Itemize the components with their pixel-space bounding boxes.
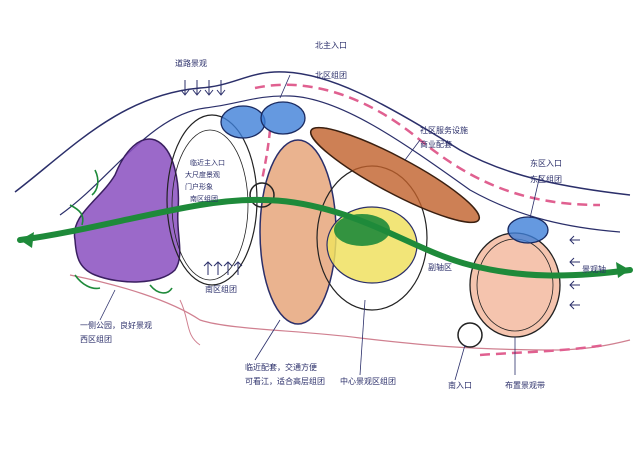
label-north-group: 北区组团 — [315, 70, 347, 80]
green-arrow-4 — [149, 284, 173, 294]
site-boundary-south-2 — [179, 299, 201, 346]
label-central-group: 中心景观区组团 — [340, 376, 396, 386]
east-group-zone — [469, 232, 561, 338]
label-south-entrance: 南入口 — [448, 380, 472, 390]
access-arrows-east — [569, 235, 580, 310]
label-top-road: 道路景观 — [175, 58, 207, 68]
circulation-dashed-west — [260, 129, 272, 181]
label-east-axis: 景观轴 — [582, 264, 606, 274]
node-south — [457, 322, 483, 348]
label-bottom-center-1: 临近配套，交通方便 — [245, 362, 317, 372]
label-center-left-2: 大尺度景观 — [185, 170, 220, 179]
green-arrow-2 — [69, 204, 84, 226]
orange-zone-center — [259, 139, 337, 325]
green-arrow-1 — [91, 169, 99, 196]
north-blue-node — [220, 105, 266, 139]
north-blue-node-2 — [260, 101, 306, 135]
label-west-note-1: 一侧公园，良好景观 — [80, 320, 152, 330]
green-axis-arrow-west — [20, 232, 34, 248]
label-east-entrance: 东区入口 — [530, 158, 562, 168]
green-axis-arrow-east — [616, 262, 630, 278]
green-landscape-axis — [17, 196, 633, 279]
label-west-note-2: 西区组团 — [80, 334, 112, 344]
label-center-left-3: 门户形象 — [185, 182, 213, 191]
node-west — [249, 182, 275, 208]
label-bottom-center-2: 可看江，适合高层组团 — [245, 376, 325, 386]
site-boundary-inner — [59, 95, 621, 233]
east-blue-node — [507, 216, 549, 244]
label-east-note: 布置景观带 — [505, 380, 545, 390]
access-arrows-top — [180, 80, 226, 96]
green-arrow-3 — [74, 274, 101, 290]
label-community-service: 社区服务设施 — [420, 125, 468, 135]
label-south-note: 南区组团 — [205, 284, 237, 294]
access-arrows-bottom — [203, 261, 243, 275]
site-boundary-outer — [14, 71, 631, 196]
leader-lines — [99, 74, 541, 381]
community-service-zone — [309, 126, 481, 224]
scribble-zone-west-2 — [171, 129, 249, 281]
label-north-entrance: 北主入口 — [315, 40, 347, 50]
central-green-core — [334, 214, 390, 246]
label-community-service-sub: 商业配套 — [420, 139, 452, 149]
label-east-group: 东区组团 — [530, 174, 562, 184]
label-center-left-4: 南区组团 — [190, 194, 218, 203]
label-secondary: 副轴区 — [428, 262, 452, 272]
label-center-left-1: 临近主入口 — [190, 158, 225, 167]
